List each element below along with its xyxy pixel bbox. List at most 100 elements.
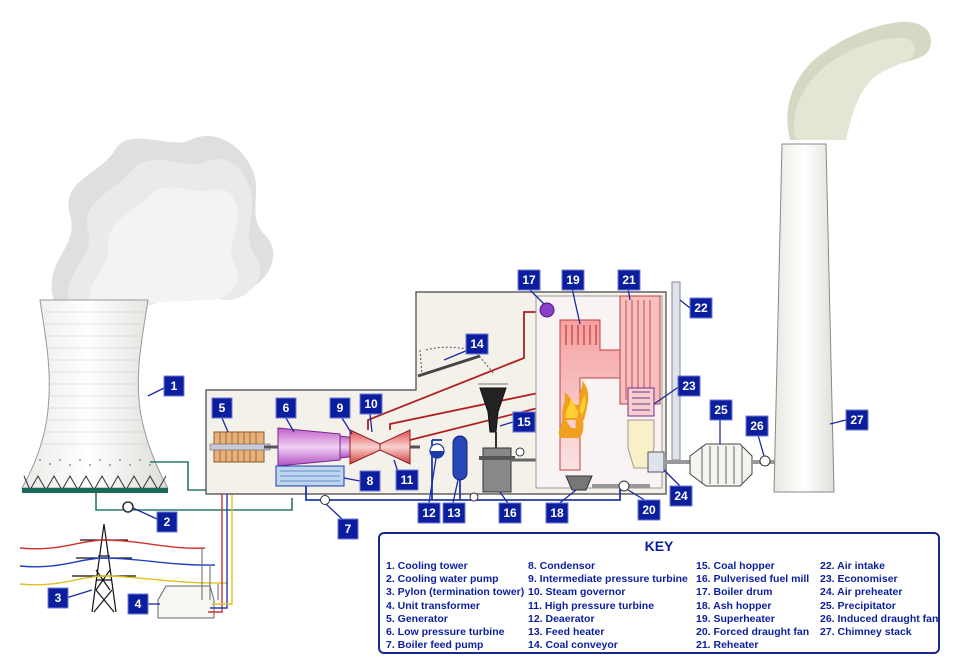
key-item: 13. Feed heater <box>528 626 605 639</box>
label-19: 19 <box>561 269 585 291</box>
furnace-flames <box>558 380 589 438</box>
label-25: 25 <box>709 399 733 421</box>
svg-text:17: 17 <box>522 273 536 287</box>
label-18: 18 <box>545 502 569 524</box>
key-item: 19. Superheater <box>696 612 775 625</box>
condenser <box>275 465 345 487</box>
chimney-stack <box>773 143 835 493</box>
high-pressure-turbine <box>349 429 411 465</box>
svg-text:4: 4 <box>135 597 142 611</box>
key-title: KEY <box>644 538 674 554</box>
cooling-tower-vapour <box>51 136 274 305</box>
key-item: 16. Pulverised fuel mill <box>696 573 810 586</box>
svg-text:3: 3 <box>55 591 62 605</box>
label-14: 14 <box>465 333 489 355</box>
label-2: 2 <box>156 511 178 533</box>
key-item: 15. Coal hopper <box>696 560 775 572</box>
svg-text:8: 8 <box>367 474 374 488</box>
key-item: 21. Reheater <box>696 639 759 652</box>
chimney-smoke <box>787 21 931 140</box>
svg-text:23: 23 <box>682 379 696 393</box>
label-7: 7 <box>337 518 359 540</box>
key-item: 8. Condensor <box>528 560 596 572</box>
svg-text:2: 2 <box>164 515 171 529</box>
key-item: 14. Coal conveyor <box>528 639 618 652</box>
label-9: 9 <box>329 397 351 419</box>
svg-text:18: 18 <box>550 506 564 520</box>
svg-text:26: 26 <box>750 419 764 433</box>
feed-heater <box>452 435 468 481</box>
svg-text:20: 20 <box>642 503 656 517</box>
air-preheater <box>647 451 665 473</box>
key-item: 27. Chimney stack <box>820 626 912 639</box>
key-item: 22. Air intake <box>820 560 885 572</box>
svg-text:7: 7 <box>345 522 352 536</box>
key-item: 25. Precipitator <box>820 599 896 612</box>
key-legend: KEY 1. Cooling tower 2. Cooling water pu… <box>378 532 940 654</box>
svg-text:6: 6 <box>283 401 290 415</box>
key-item: 3. Pylon (termination tower) <box>386 586 525 599</box>
svg-text:16: 16 <box>503 506 517 520</box>
svg-text:9: 9 <box>337 401 344 415</box>
air-intake-duct <box>671 281 681 461</box>
key-item: 10. Steam governor <box>528 586 626 599</box>
key-column-3: 15. Coal hopper 16. Pulverised fuel mill… <box>696 560 809 652</box>
label-8: 8 <box>359 470 381 492</box>
low-pressure-turbine <box>277 427 341 467</box>
label-3: 3 <box>47 587 69 609</box>
key-item: 9. Intermediate pressure turbine <box>528 573 688 586</box>
svg-text:13: 13 <box>447 506 461 520</box>
label-10: 10 <box>359 393 383 415</box>
cooling-tower <box>21 299 169 493</box>
svg-text:27: 27 <box>850 413 864 427</box>
key-column-1: 1. Cooling tower 2. Cooling water pump 3… <box>386 560 524 652</box>
label-12: 12 <box>417 502 441 524</box>
economiser <box>627 387 655 469</box>
label-27: 27 <box>845 409 869 431</box>
label-15: 15 <box>512 411 536 433</box>
label-11: 11 <box>395 469 419 491</box>
key-item: 12. Deaerator <box>528 612 595 625</box>
svg-text:14: 14 <box>470 337 484 351</box>
label-4: 4 <box>127 593 149 615</box>
label-13: 13 <box>442 502 466 524</box>
key-item: 20. Forced draught fan <box>696 626 810 639</box>
key-item: 18. Ash hopper <box>696 599 772 612</box>
label-6: 6 <box>275 397 297 419</box>
key-item: 2. Cooling water pump <box>386 573 499 586</box>
label-17: 17 <box>517 269 541 291</box>
svg-text:24: 24 <box>674 489 688 503</box>
svg-text:11: 11 <box>401 473 414 487</box>
key-item: 5. Generator <box>386 612 448 625</box>
key-item: 7. Boiler feed pump <box>386 639 484 652</box>
svg-text:10: 10 <box>364 397 378 411</box>
key-item: 24. Air preheater <box>820 586 903 599</box>
key-item: 17. Boiler drum <box>696 586 773 599</box>
generator-output-lines <box>208 455 233 613</box>
svg-text:1: 1 <box>171 379 178 393</box>
label-20: 20 <box>637 499 661 521</box>
label-leaders <box>65 287 847 605</box>
key-item: 26. Induced draught fan <box>820 612 939 625</box>
label-26: 26 <box>745 415 769 437</box>
label-5: 5 <box>211 397 233 419</box>
key-item: 6. Low pressure turbine <box>386 626 505 639</box>
label-1: 1 <box>163 375 185 397</box>
svg-text:19: 19 <box>566 273 580 287</box>
label-23: 23 <box>677 375 701 397</box>
deaerator <box>429 443 445 459</box>
label-22: 22 <box>689 297 713 319</box>
pulverised-fuel-mill <box>479 432 525 493</box>
svg-text:25: 25 <box>714 403 728 417</box>
label-16: 16 <box>498 502 522 524</box>
induced-draught-fan <box>759 455 771 467</box>
label-21: 21 <box>617 269 641 291</box>
precipitator <box>689 443 753 487</box>
svg-text:21: 21 <box>622 273 636 287</box>
forced-draught-fan <box>618 480 630 492</box>
key-item: 4. Unit transformer <box>386 599 480 612</box>
generator <box>209 431 271 463</box>
coal-conveyor <box>417 346 495 378</box>
transmission-lines <box>19 539 229 586</box>
